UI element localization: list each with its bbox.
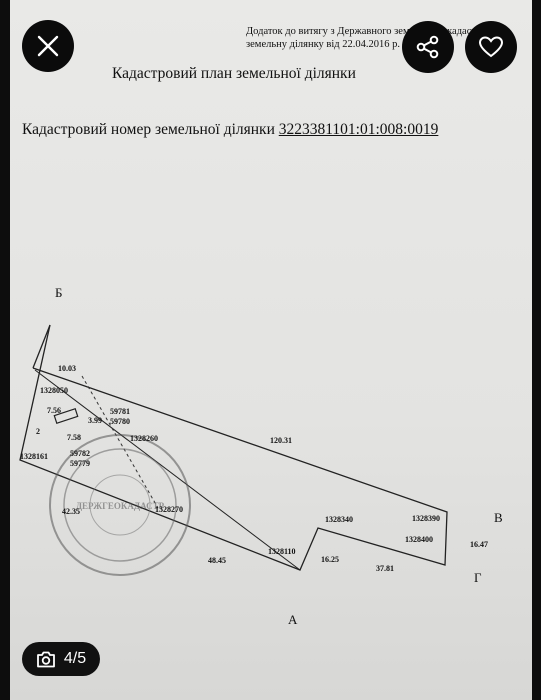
share-icon xyxy=(416,35,439,59)
favorite-button[interactable] xyxy=(465,21,517,73)
length-label: 48.45 xyxy=(208,556,226,565)
building-outline xyxy=(53,408,79,424)
cadastral-label: Кадастровий номер земельної ділянки xyxy=(22,121,275,138)
building-code: 59779 xyxy=(70,459,90,468)
building-code: 59780 xyxy=(110,417,130,426)
neighbor-code: 1328340 xyxy=(325,515,353,524)
cadastral-number-line: Кадастровий номер земельної ділянки 3223… xyxy=(22,121,438,139)
corner-label-v: В xyxy=(494,510,503,525)
close-icon xyxy=(37,35,59,57)
length-label: 3.99 xyxy=(88,416,102,425)
inner-line xyxy=(34,369,301,571)
neighbor-code: 1328260 xyxy=(130,434,158,443)
official-stamp: ДЕРЖГЕОКАДАСТР xyxy=(49,434,191,576)
header-line-2: земельну ділянку від 22.04.2016 р. № 06 xyxy=(246,39,426,50)
boundary-segment xyxy=(32,324,51,369)
neighbor-code: 1328400 xyxy=(405,535,433,544)
neighbor-code: 1328161 xyxy=(20,452,48,461)
parcel-boundary xyxy=(19,324,448,571)
dashed-line xyxy=(81,375,159,509)
length-label: 16.25 xyxy=(321,555,339,564)
corner-label-a: А xyxy=(288,612,298,627)
svg-text:ДЕРЖГЕОКАДАСТР: ДЕРЖГЕОКАДАСТР xyxy=(76,501,165,511)
neighbor-code: 1328270 xyxy=(155,505,183,514)
length-label: 2 xyxy=(36,427,40,436)
document-title: Кадастровий план земельної ділянки xyxy=(112,65,356,82)
photo-counter: 4/5 xyxy=(22,642,100,676)
building-code: 59782 xyxy=(70,449,90,458)
close-button[interactable] xyxy=(22,20,74,72)
neighbor-code: 1328050 xyxy=(40,386,68,395)
length-label: 42.35 xyxy=(62,507,80,516)
length-label: 10.03 xyxy=(58,364,76,373)
heart-icon xyxy=(478,36,504,58)
share-button[interactable] xyxy=(402,21,454,73)
neighbor-code: 1328110 xyxy=(268,547,296,556)
cadastral-number: 3223381101:01:008:0019 xyxy=(278,121,439,138)
length-label: 7.58 xyxy=(67,433,81,442)
corner-label-b: Б xyxy=(55,285,62,300)
corner-label-g: Г xyxy=(474,570,482,585)
length-label: 120.31 xyxy=(270,436,292,445)
photo-counter-text: 4/5 xyxy=(63,650,87,667)
building-code: 59781 xyxy=(110,407,130,416)
camera-icon xyxy=(36,651,55,667)
length-label: 16.47 xyxy=(470,540,488,549)
length-label: 7.56 xyxy=(47,406,61,415)
document-photo: Додаток до витягу з Державного земельног… xyxy=(10,0,532,700)
length-label: 37.81 xyxy=(376,564,394,573)
header-line-1: Додаток до витягу з Державного земельног… xyxy=(246,26,506,37)
neighbor-code: 1328390 xyxy=(412,514,440,523)
